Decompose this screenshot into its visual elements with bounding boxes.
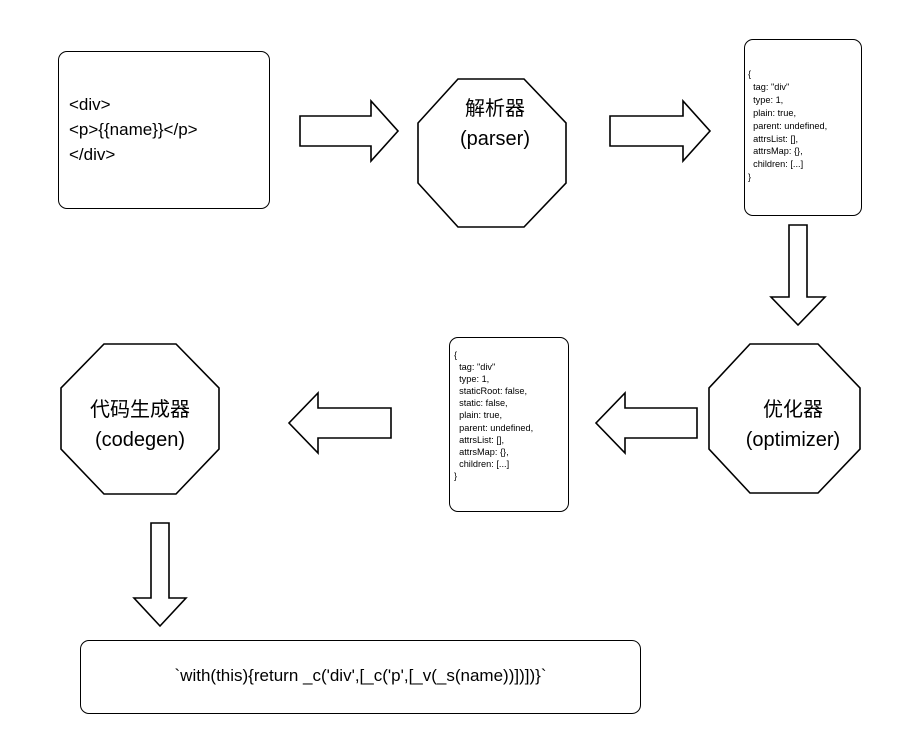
ast-optimized-line: attrsList: [], (454, 434, 505, 445)
ast-raw-line: tag: "div" (748, 81, 790, 92)
ast-raw-line: parent: undefined, (748, 120, 828, 131)
arrow-ast-to-optimizer (769, 224, 827, 327)
ast-raw-line: plain: true, (748, 107, 797, 118)
render-code-text: `with(this){return _c('div',[_c('p',[_v(… (174, 666, 547, 685)
source-template-line: <p>{{name}}</p> (69, 120, 198, 139)
ast-raw-line: attrsMap: {}, (748, 146, 803, 157)
ast-optimized-line: plain: true, (454, 410, 503, 421)
source-template-line: <div> (69, 95, 111, 114)
ast-optimized-line: static: false, (454, 398, 508, 409)
ast-optimized-line: staticRoot: false, (454, 386, 528, 397)
ast-raw-line: { (748, 69, 752, 79)
parser-octagon (417, 78, 567, 228)
optimizer-subtitle: (optimizer) (745, 429, 841, 451)
arrow-codegen-to-output (132, 522, 188, 628)
codegen-octagon (60, 343, 220, 495)
parser-title: 解析器 (465, 98, 525, 120)
ast-raw-line: attrsList: [], (748, 133, 799, 144)
ast-optimized-line: attrsMap: {}, (454, 446, 509, 457)
codegen-label: 代码生成器 (codegen) (75, 395, 205, 455)
ast-optimized-line: tag: "div" (454, 362, 496, 373)
optimizer-octagon (708, 343, 861, 494)
ast-optimized-line: } (454, 470, 458, 481)
arrow-source-to-parser (299, 98, 400, 164)
ast-raw-line: } (748, 172, 752, 183)
ast-optimized-line: type: 1, (454, 374, 490, 385)
source-template-line: </div> (69, 145, 116, 164)
optimizer-label: 优化器 (optimizer) (718, 395, 868, 455)
arrow-parser-to-ast (609, 98, 712, 164)
optimizer-title: 优化器 (763, 399, 823, 421)
parser-subtitle: (parser) (459, 128, 530, 150)
arrow-optimizer-to-ast-optimized (594, 391, 698, 455)
arrow-ast-optimized-to-codegen (287, 391, 392, 455)
codegen-title: 代码生成器 (90, 399, 190, 421)
codegen-subtitle: (codegen) (94, 429, 186, 451)
ast-optimized-box: { tag: "div" type: 1, staticRoot: false,… (449, 337, 569, 512)
render-code-box: `with(this){return _c('div',[_c('p',[_v(… (80, 640, 641, 714)
parser-label: 解析器 (parser) (435, 94, 555, 154)
source-template-box: <div> <p>{{name}}</p> </div> (58, 51, 270, 209)
ast-raw-line: type: 1, (748, 94, 784, 105)
ast-raw-box: { tag: "div" type: 1, plain: true, paren… (744, 39, 862, 216)
ast-raw-line: children: [...] (748, 159, 804, 170)
ast-optimized-line: children: [...] (454, 458, 510, 469)
ast-optimized-line: { (454, 350, 458, 360)
ast-optimized-line: parent: undefined, (454, 422, 534, 433)
